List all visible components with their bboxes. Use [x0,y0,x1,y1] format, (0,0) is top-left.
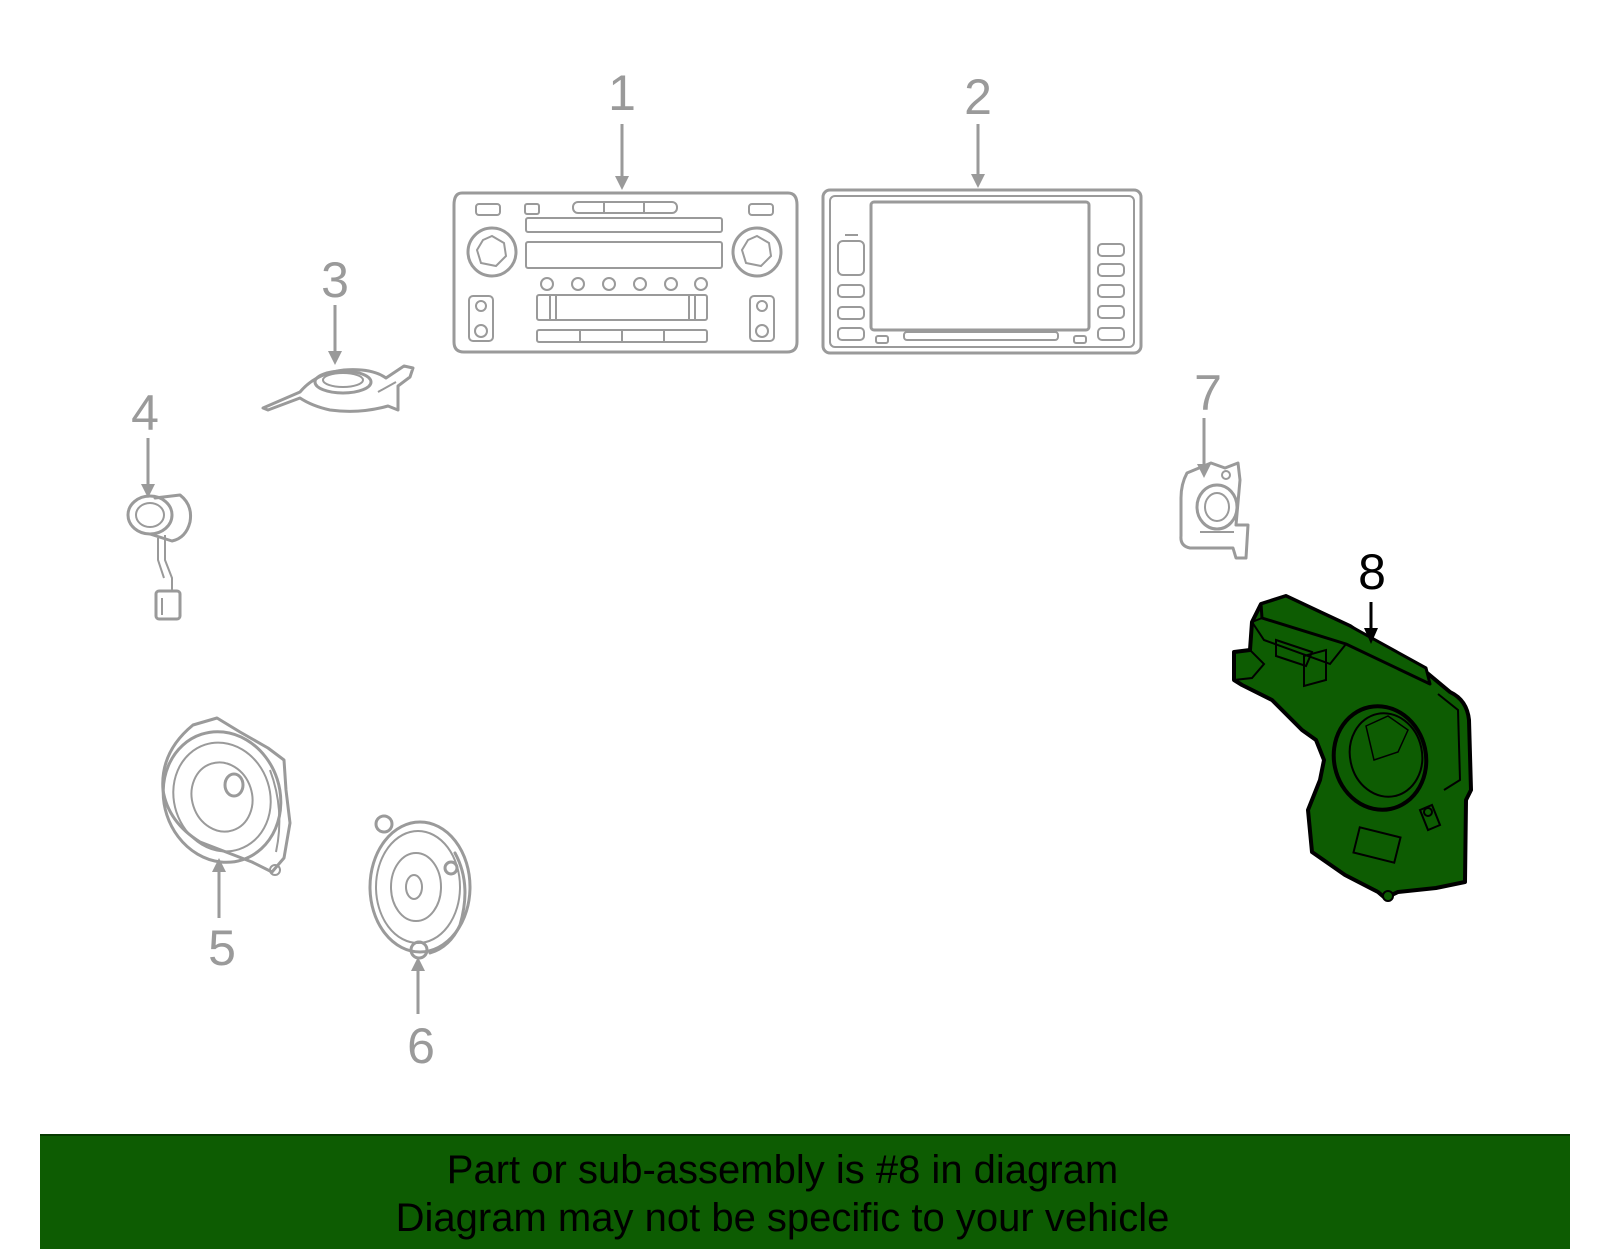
callout-4: 4 [131,385,159,441]
part-5-front-speaker[interactable] [146,716,297,877]
callout-8: 8 [1358,544,1386,600]
part-2-navigation-display[interactable] [821,188,1143,355]
part-4-tweeter-with-connector[interactable] [126,493,192,621]
part-3-tweeter-bracket[interactable] [261,364,415,413]
part-1-radio-head-unit[interactable] [452,191,799,354]
arrowhead-3 [328,351,342,365]
info-banner: Part or sub-assembly is #8 in diagram Di… [40,1134,1570,1249]
banner-part-line: Part or sub-assembly is #8 in diagram [446,1148,1119,1192]
arrowhead-4 [141,484,155,498]
arrowhead-8 [1364,628,1378,644]
callout-3: 3 [321,252,349,308]
banner-disclaimer-line: Diagram may not be specific to your vehi… [395,1196,1170,1240]
part-6-door-speaker[interactable] [368,814,472,960]
arrowhead-7 [1197,464,1211,478]
callout-1: 1 [608,65,636,121]
callout-6: 6 [407,1018,435,1074]
arrowhead-5 [212,858,226,872]
callout-5: 5 [208,920,236,976]
callout-2: 2 [964,69,992,125]
leader-arrows [141,124,1378,1014]
arrowhead-1 [615,176,629,190]
part-7-speaker-bracket[interactable] [1179,461,1250,560]
callout-7: 7 [1194,365,1222,421]
callout-numbers: 1 2 3 4 5 6 7 8 [131,65,1386,1074]
arrowhead-6 [411,957,425,971]
part-8-amplifier-subwoofer-assembly[interactable] [1232,594,1473,902]
arrowhead-2 [971,174,985,188]
